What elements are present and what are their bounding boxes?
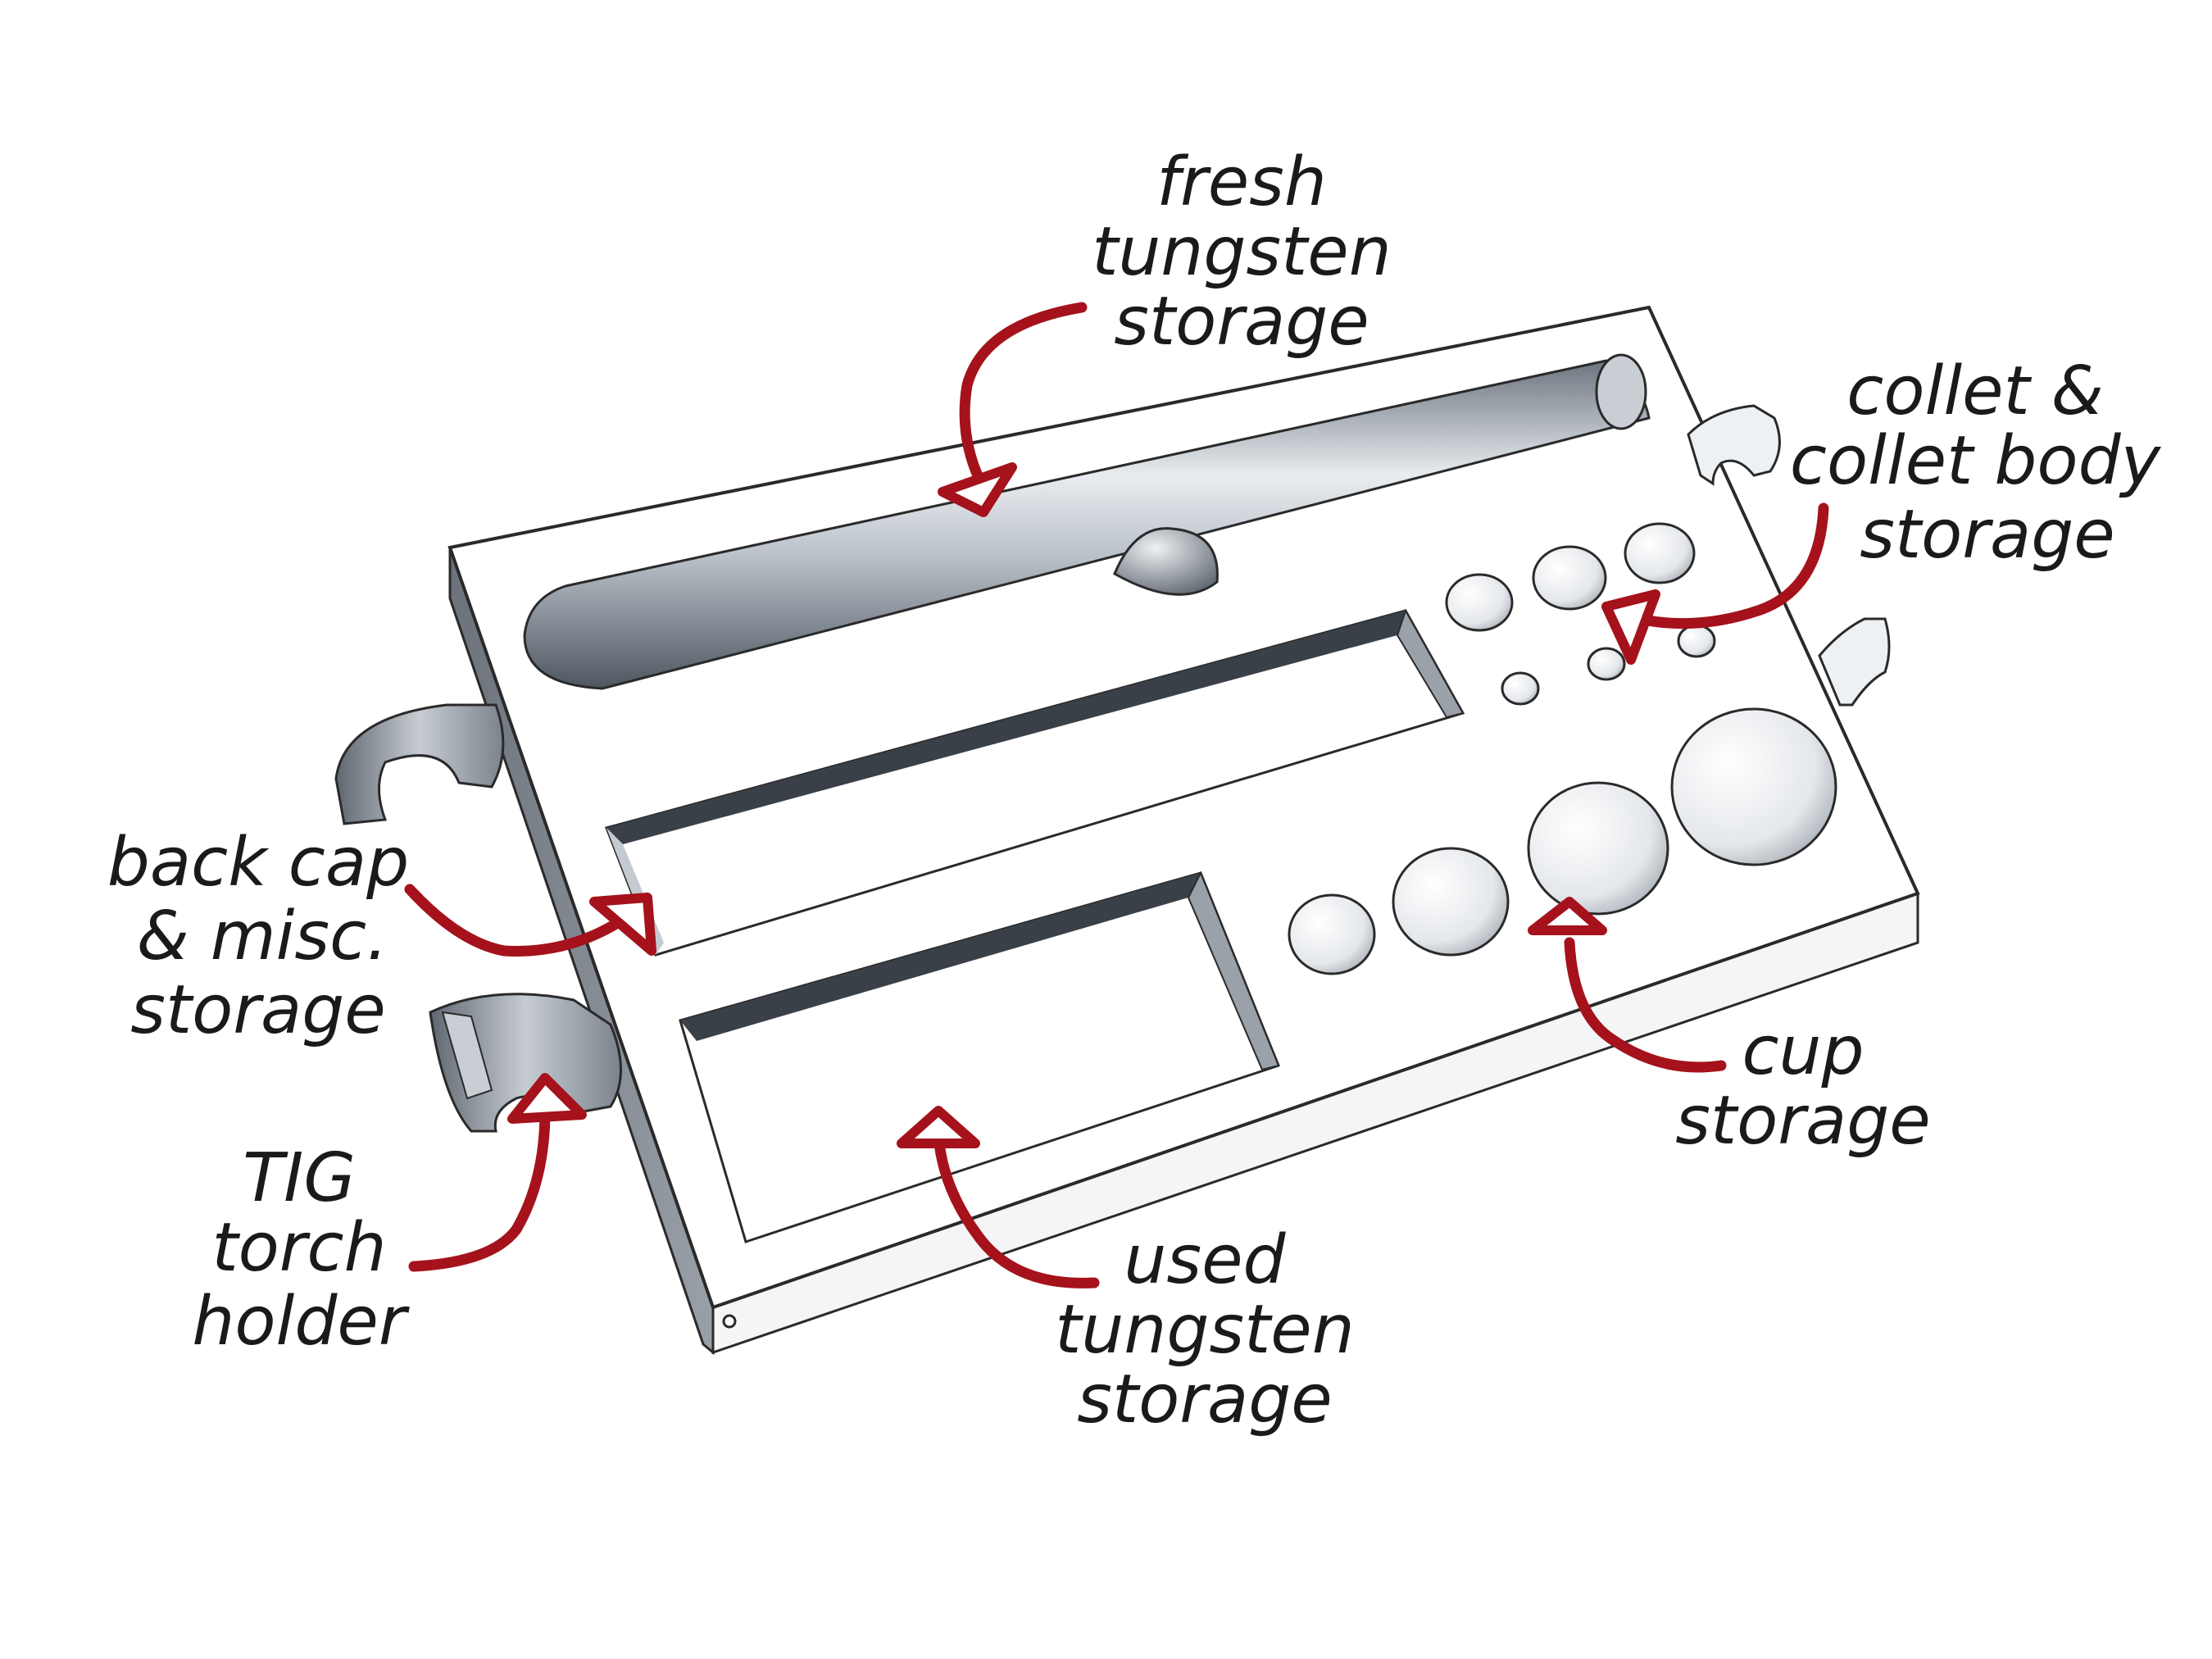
collet-holes bbox=[1445, 522, 1716, 706]
cup-arrowhead bbox=[1528, 897, 1607, 935]
fresh-tungsten-channel bbox=[523, 353, 1651, 690]
annotation-arrows bbox=[404, 302, 1829, 1289]
label-line: back cap bbox=[107, 824, 409, 902]
left-clips bbox=[334, 703, 622, 1133]
label-line: storage bbox=[1860, 496, 2115, 574]
used-tungsten-pocket bbox=[679, 870, 1280, 1243]
label-line: collet body bbox=[1790, 422, 2162, 500]
label-line: holder bbox=[192, 1283, 409, 1361]
label-line: cup bbox=[1742, 1012, 1864, 1090]
label-back-cap: back cap & misc. storage bbox=[107, 824, 409, 1049]
label-used-tungsten: used tungsten storage bbox=[1055, 1221, 1354, 1439]
tube-knob bbox=[1113, 527, 1219, 596]
upper-right-clip bbox=[1687, 404, 1781, 486]
cup-arrow bbox=[1564, 937, 1727, 1073]
label-line: collet & bbox=[1846, 352, 2103, 430]
label-torch-holder: TIG torch holder bbox=[192, 1139, 409, 1361]
label-line: storage bbox=[1675, 1082, 1931, 1160]
torch-holder-arrowhead bbox=[507, 1073, 587, 1124]
upper-clip bbox=[334, 703, 505, 825]
label-line: & misc. bbox=[137, 898, 388, 975]
label-line: tungsten bbox=[1092, 213, 1391, 291]
label-line: tungsten bbox=[1055, 1291, 1354, 1369]
label-cup: cup storage bbox=[1675, 1012, 1931, 1160]
label-line: fresh bbox=[1156, 143, 1327, 221]
cup-holes bbox=[1288, 707, 1837, 975]
lower-right-clip bbox=[1818, 617, 1891, 707]
arrow-heads bbox=[507, 462, 1660, 1148]
label-line: storage bbox=[1077, 1361, 1333, 1439]
label-line: storage bbox=[1114, 283, 1369, 361]
label-collet: collet & collet body storage bbox=[1790, 352, 2162, 574]
collet-arrow bbox=[1633, 502, 1829, 630]
used-tungsten-arrowhead bbox=[897, 1106, 980, 1148]
used-tungsten-arrow bbox=[933, 1129, 1100, 1289]
label-line: torch bbox=[211, 1209, 386, 1287]
back-cap-pocket bbox=[605, 608, 1465, 957]
collet-arrowhead bbox=[1601, 589, 1660, 665]
label-line: used bbox=[1124, 1221, 1286, 1299]
back-cap-arrow bbox=[404, 884, 637, 957]
screw-dot bbox=[722, 1314, 737, 1329]
label-fresh-tungsten: fresh tungsten storage bbox=[1092, 143, 1391, 361]
fresh-tungsten-arrowhead bbox=[938, 462, 1017, 517]
label-line: storage bbox=[130, 971, 386, 1049]
label-line: TIG bbox=[243, 1139, 356, 1217]
fresh-tungsten-arrow bbox=[959, 302, 1088, 485]
right-clips bbox=[1687, 404, 1891, 707]
back-cap-arrowhead bbox=[589, 893, 656, 956]
torch-holder-arrow bbox=[408, 1105, 551, 1272]
